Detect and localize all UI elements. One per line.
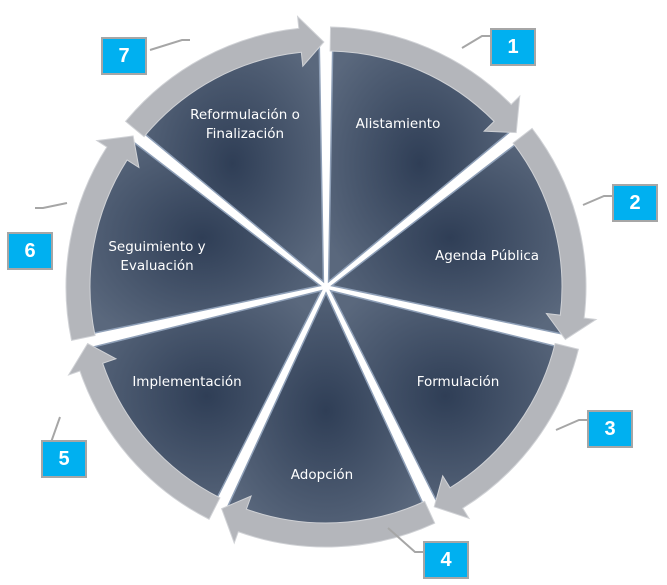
leader-line-7 bbox=[149, 39, 190, 51]
cycle-arrow-2 bbox=[512, 127, 598, 341]
leader-line-1 bbox=[461, 35, 490, 49]
cycle-arrow-6 bbox=[65, 135, 140, 342]
step-number-1: 1 bbox=[490, 28, 536, 66]
step-number-4: 4 bbox=[423, 541, 469, 579]
step-number-7: 7 bbox=[101, 37, 147, 75]
leader-line-2 bbox=[582, 195, 612, 206]
leader-line-6 bbox=[35, 202, 68, 209]
step-number-3: 3 bbox=[587, 410, 633, 448]
step-label-4: Adopción bbox=[290, 467, 354, 483]
step-number-2: 2 bbox=[612, 184, 658, 222]
cycle-arrow-7 bbox=[124, 15, 325, 138]
cycle-arrow-5 bbox=[67, 342, 221, 520]
step-label-7: Reformulación o Finalización bbox=[190, 107, 300, 142]
leader-line-4 bbox=[387, 527, 423, 553]
step-label-2: Agenda Pública bbox=[434, 248, 540, 264]
cycle-arrow-4 bbox=[220, 495, 436, 548]
cycle-arrow-3 bbox=[433, 342, 580, 520]
leader-line-3 bbox=[555, 419, 587, 431]
cycle-arrow-1 bbox=[329, 26, 521, 134]
step-label-1: Alistamiento bbox=[355, 116, 441, 132]
step-label-3: Formulación bbox=[416, 374, 500, 390]
step-label-5: Implementación bbox=[132, 374, 242, 390]
step-number-5: 5 bbox=[41, 440, 87, 478]
step-label-6: Seguimiento y Evaluación bbox=[108, 239, 206, 274]
step-number-6: 6 bbox=[7, 232, 53, 270]
